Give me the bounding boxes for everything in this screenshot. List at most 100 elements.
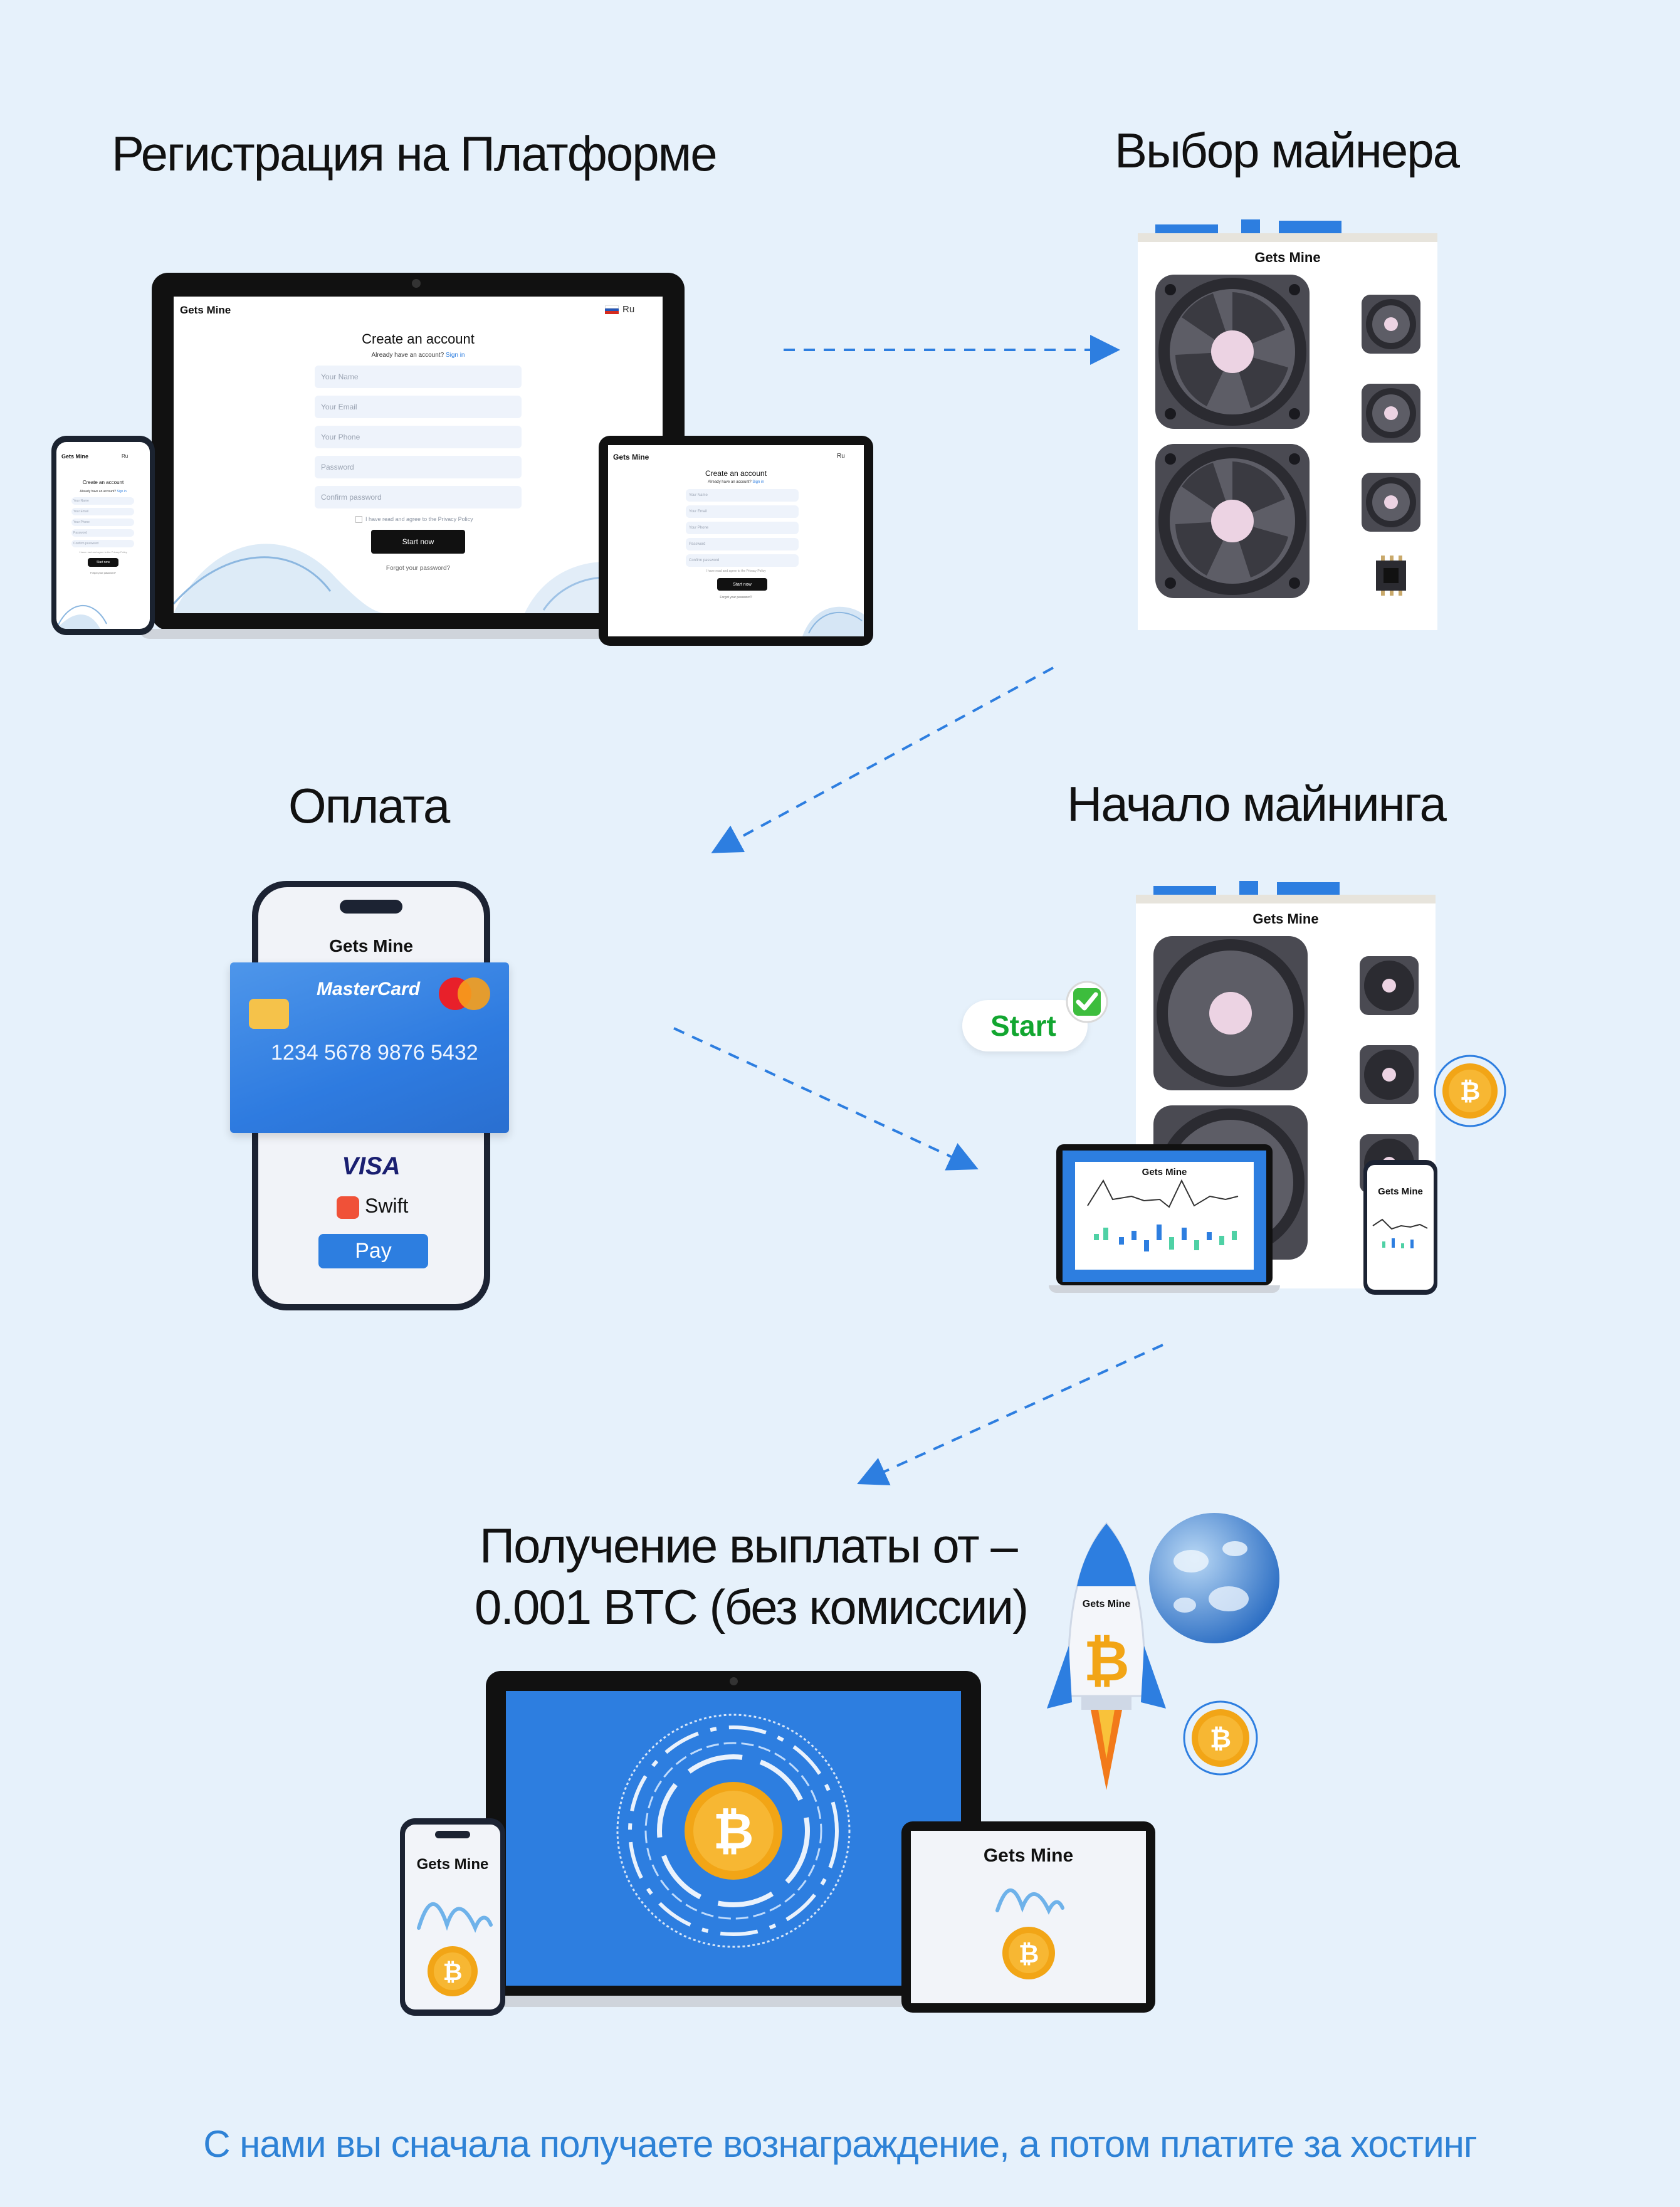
card-number-group: 5678 (324, 1041, 372, 1065)
laptop-camera (412, 279, 421, 288)
mining-charts (1087, 1179, 1239, 1251)
laptop-base (139, 629, 697, 639)
confirm-password-field[interactable]: Confirm password (315, 486, 522, 508)
tablet-email-field[interactable]: Your Email (686, 505, 799, 518)
phone-have-account-text: Already have an account? (80, 490, 117, 493)
sign-in-link[interactable]: Sign in (445, 352, 465, 359)
start-badge[interactable]: Start (962, 1000, 1088, 1051)
phone-signup-title: Create an account (82, 480, 124, 485)
tablet-confirm-field[interactable]: Confirm password (686, 554, 799, 567)
terms-checkbox[interactable]: I have read and agree to the Privacy Pol… (355, 516, 473, 524)
mining-laptop: Gets Mine (1049, 1144, 1280, 1295)
rocket-icon: ₿ (1047, 1522, 1166, 1790)
tablet-phone-field[interactable]: Your Phone (686, 522, 799, 534)
checkbox-icon[interactable] (355, 516, 362, 524)
tablet-screen: Gets Mine Ru Create an account Already h… (608, 445, 864, 636)
mining-phone-chart (1372, 1218, 1428, 1248)
password-field[interactable]: Password (315, 456, 522, 478)
arrow-3 (673, 1027, 979, 1171)
phone-name-field[interactable]: Your Name (71, 497, 134, 505)
connector-icon (1376, 556, 1406, 596)
forgot-password-link[interactable]: Forgot your password? (386, 565, 451, 572)
arrow-2 (711, 666, 1054, 853)
credit-card[interactable]: MasterCard 1234 5678 9876 5432 (230, 962, 509, 1133)
step-title-payout-line1: Получение выплаты от – (480, 1518, 1018, 1573)
swift-icon (337, 1196, 359, 1219)
miner-brand-logo: Gets Mine (1252, 911, 1319, 927)
phone-phone-field[interactable]: Your Phone (71, 519, 134, 526)
miner-unit: Gets Mine (1138, 219, 1439, 630)
phone-forgot-link[interactable]: Forgot your password? (90, 571, 116, 574)
step-title-payment: Оплата (288, 778, 450, 833)
phone-language-selector[interactable]: Ru (122, 453, 129, 459)
phone-start-button[interactable]: Start now (88, 558, 118, 567)
bitcoin-coin-icon: ₿ (1002, 1927, 1055, 1979)
tablet-forgot-link[interactable]: Forgot your password? (720, 596, 752, 599)
step-title-mining-start: Начало майнинга (1067, 776, 1447, 831)
terms-label: I have read and agree to the Privacy Pol… (365, 516, 473, 522)
small-fan-icon (1362, 384, 1420, 443)
arrow-4 (857, 1344, 1163, 1485)
tablet-signup-title: Create an account (705, 469, 767, 478)
tablet-language-selector[interactable]: Ru (837, 453, 845, 460)
miner-rail (1136, 895, 1436, 903)
svg-text:₿: ₿ (1083, 1628, 1129, 1694)
laptop-base (461, 1996, 1006, 2007)
bitcoin-hologram-icon: ₿ (616, 1714, 851, 1948)
tablet-password-field[interactable]: Password (686, 538, 799, 550)
laptop: Gets Mine Ru Create an account Already h… (139, 273, 697, 639)
phone-notch (435, 1831, 470, 1838)
small-fan-icon (1360, 1045, 1419, 1104)
phone-terms-label: I have read and agree to the Privacy Pol… (79, 550, 127, 554)
phone-field[interactable]: Your Phone (315, 426, 522, 448)
laptop-screen: Gets Mine Ru Create an account Already h… (174, 297, 663, 613)
swift-label: Swift (365, 1194, 409, 1217)
svg-text:₿: ₿ (1210, 1723, 1231, 1754)
payout-phone-brand: Gets Mine (416, 1856, 489, 1873)
phone-wave-decoration (56, 605, 107, 629)
name-field[interactable]: Your Name (315, 366, 522, 388)
signup-title: Create an account (362, 331, 475, 347)
card-number-group: 9876 (377, 1041, 425, 1065)
miner-top-bar (1239, 881, 1258, 895)
bitcoin-coin-icon: ₿ (1434, 1055, 1506, 1127)
card-chip-icon (249, 999, 289, 1029)
email-field[interactable]: Your Email (315, 396, 522, 418)
phone-have-account: Already have an account? Sign in (56, 490, 150, 493)
card-number-group: 5432 (431, 1041, 478, 1065)
tablet-have-account-text: Already have an account? (708, 480, 752, 484)
tablet-name-field[interactable]: Your Name (686, 489, 799, 502)
phone-password-field[interactable]: Password (71, 529, 134, 537)
small-fan-icon (1362, 473, 1420, 532)
small-fan-icon (1360, 956, 1419, 1015)
pay-button[interactable]: Pay (318, 1234, 428, 1268)
miner-fans (1155, 275, 1420, 598)
planet-icon (1149, 1513, 1279, 1643)
phone-confirm-field[interactable]: Confirm password (71, 540, 134, 547)
logo-mark-icon (417, 1902, 493, 1933)
language-selector[interactable]: Ru (622, 304, 635, 315)
tablet-start-button[interactable]: Start now (717, 578, 767, 591)
card-network-label: MasterCard (317, 979, 421, 999)
phone-email-field[interactable]: Your Email (71, 508, 134, 515)
miner-rail (1138, 233, 1437, 242)
card-number-group: 1234 (271, 1041, 318, 1065)
tablet-terms-label: I have read and agree to the Privacy Pol… (706, 569, 766, 573)
volume-bars (1094, 1225, 1237, 1251)
phone-brand-logo: Gets Mine (61, 453, 89, 460)
laptop-chart-screen: Gets Mine (1075, 1162, 1254, 1270)
svg-text:₿: ₿ (1460, 1077, 1481, 1106)
svg-text:₿: ₿ (1019, 1940, 1039, 1969)
start-now-button[interactable]: Start now (371, 530, 465, 554)
tablet-sign-in-link[interactable]: Sign in (752, 480, 764, 484)
payout-phone: Gets Mine ₿ (400, 1818, 505, 2016)
signup-have-account: Already have an account? Sign in (174, 352, 663, 359)
phone: Gets Mine Ru Create an account Already h… (51, 436, 155, 635)
hashrate-line (1087, 1179, 1239, 1208)
fan-icon (1155, 275, 1310, 429)
step-title-registration: Регистрация на Платформе (112, 126, 718, 181)
phone-sign-in-link[interactable]: Sign in (117, 490, 127, 493)
checkmark-icon (1066, 981, 1108, 1023)
payout-tablet-brand: Gets Mine (983, 1845, 1074, 1866)
footer-tagline: С нами вы сначала получаете вознагражден… (203, 2123, 1478, 2165)
